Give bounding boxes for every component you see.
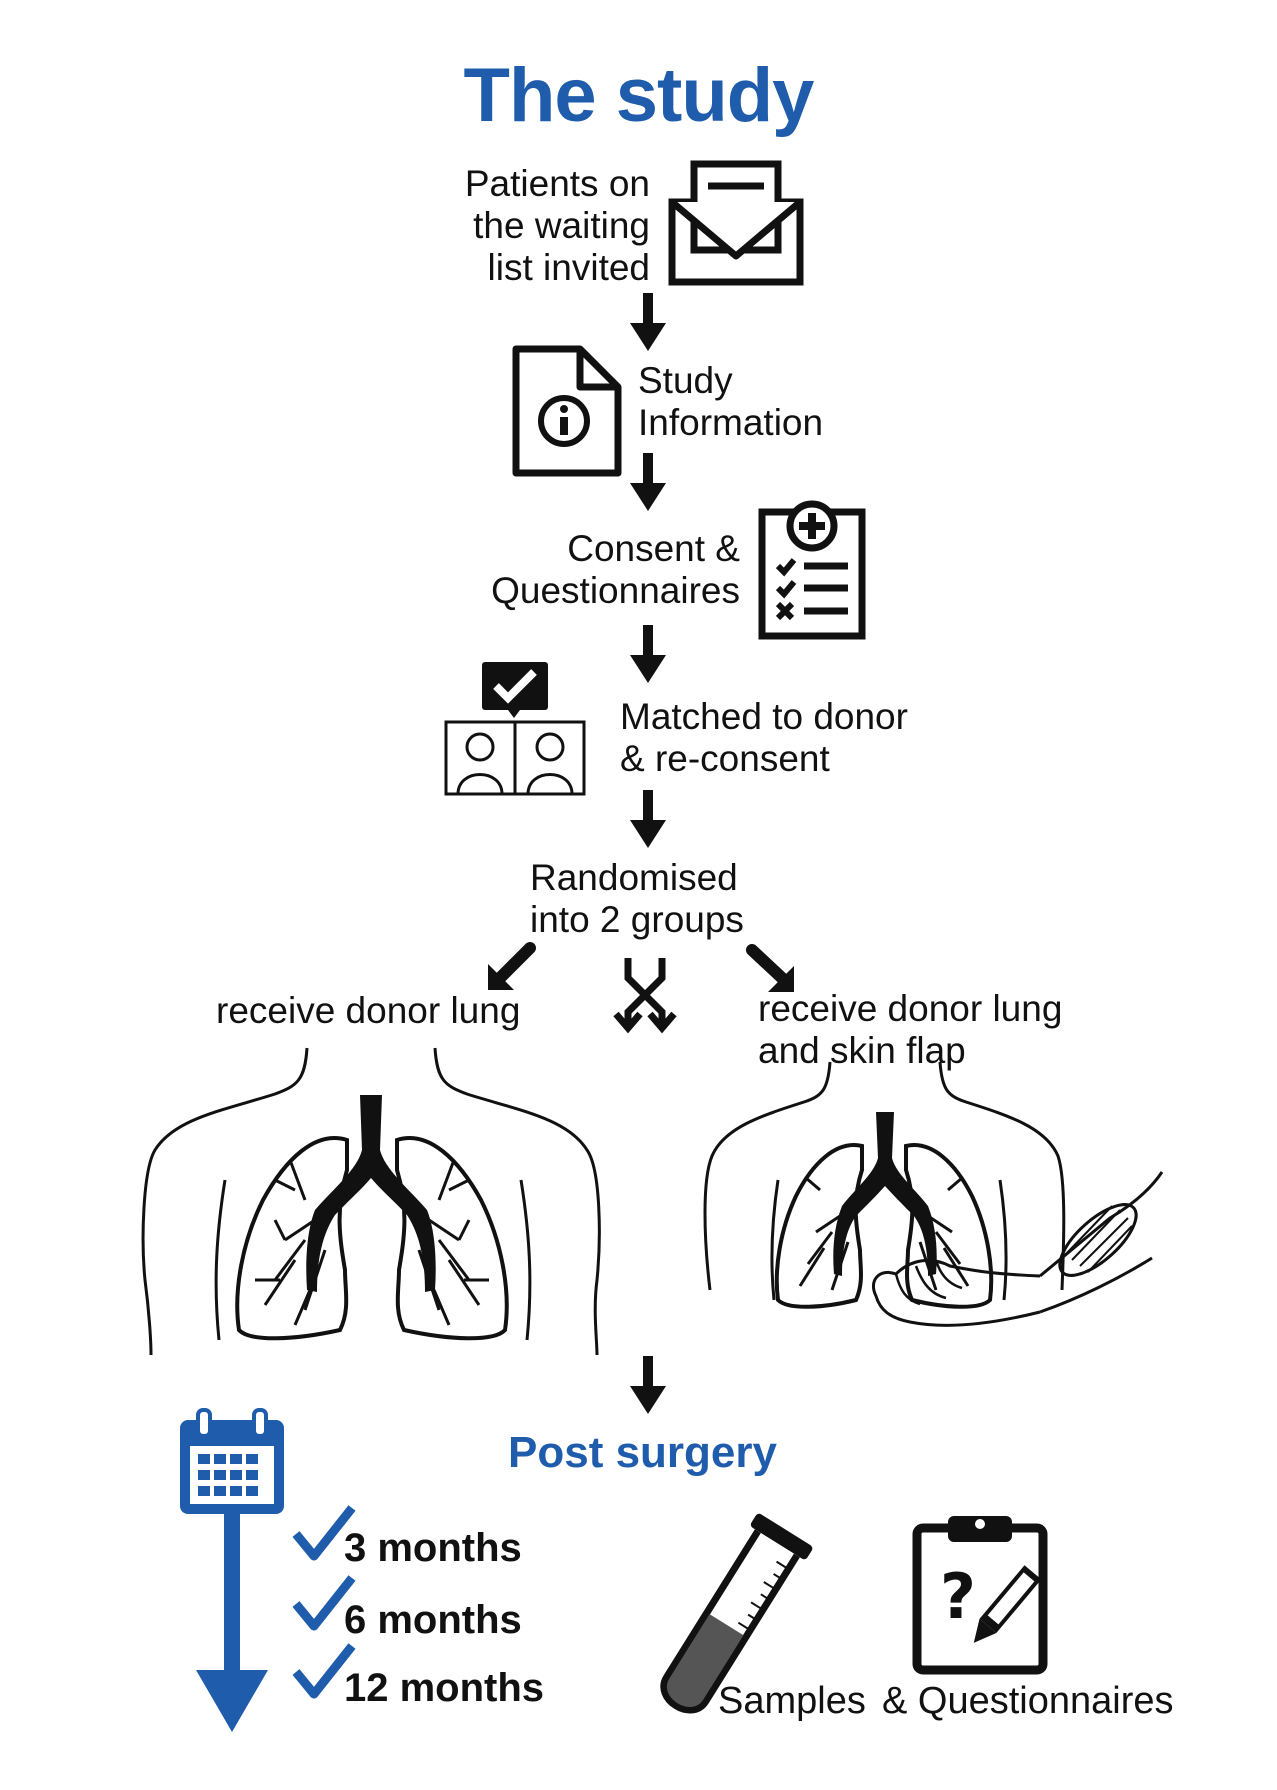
arrow-down-1 bbox=[630, 293, 666, 351]
check-icon-6-months bbox=[292, 1575, 356, 1631]
group-b-label: receive donor lung and skin flap bbox=[758, 988, 1062, 1072]
medical-checklist-icon bbox=[758, 500, 866, 640]
torso-lungs-arm-right-illustration bbox=[703, 1061, 1164, 1327]
clipboard-question-icon: ? bbox=[912, 1516, 1048, 1675]
step-info-line2: Information bbox=[638, 402, 824, 443]
step-invite-line3: list invited bbox=[487, 247, 650, 288]
arrow-diagonal-right bbox=[746, 944, 794, 992]
svg-text:?: ? bbox=[940, 1560, 976, 1633]
group-b-line1: receive donor lung bbox=[758, 988, 1063, 1029]
test-tube-icon bbox=[660, 1513, 813, 1714]
shuffle-icon bbox=[613, 958, 677, 1034]
step-info-text: Study Information bbox=[638, 360, 823, 444]
questionnaires-label: & Questionnaires bbox=[882, 1680, 1174, 1722]
step-invite-text: Patients on the waiting list invited bbox=[380, 163, 650, 289]
step-consent-line1: Consent & bbox=[567, 528, 740, 569]
timepoint-12-months: 12 months bbox=[344, 1666, 545, 1710]
step-invite-line2: the waiting bbox=[473, 205, 650, 246]
timepoint-6-months: 6 months bbox=[344, 1598, 522, 1642]
arrow-down-5 bbox=[630, 1356, 666, 1414]
arrow-down-3 bbox=[630, 625, 666, 683]
step-matched-line1: Matched to donor bbox=[620, 696, 908, 737]
group-b-line2: and skin flap bbox=[758, 1030, 966, 1071]
check-icon-12-months bbox=[292, 1643, 356, 1699]
arrow-down-4 bbox=[630, 790, 666, 848]
step-info-line1: Study bbox=[638, 360, 733, 401]
step-randomised-line2: into 2 groups bbox=[530, 899, 744, 940]
step-matched-text: Matched to donor & re-consent bbox=[620, 696, 908, 780]
arrow-down-2 bbox=[630, 453, 666, 511]
step-matched-line2: & re-consent bbox=[620, 738, 830, 779]
info-document-icon bbox=[512, 345, 622, 477]
check-icon-3-months bbox=[292, 1505, 356, 1561]
step-consent-line2: Questionnaires bbox=[491, 570, 740, 611]
group-a-label: receive donor lung bbox=[216, 990, 521, 1031]
step-consent-text: Consent & Questionnaires bbox=[400, 528, 740, 612]
calendar-icon bbox=[180, 1408, 284, 1514]
timepoint-3-months: 3 months bbox=[344, 1526, 522, 1570]
torso-lungs-left-illustration bbox=[141, 1047, 601, 1356]
post-surgery-title: Post surgery bbox=[508, 1428, 777, 1477]
samples-label: Samples bbox=[718, 1680, 866, 1722]
timeline-arrow bbox=[196, 1514, 268, 1732]
step-randomised-text: Randomised into 2 groups bbox=[530, 857, 744, 941]
matched-people-icon bbox=[444, 662, 586, 796]
step-randomised-line1: Randomised bbox=[530, 857, 738, 898]
envelope-icon bbox=[668, 160, 804, 286]
page-title: The study bbox=[463, 53, 815, 138]
step-invite-line1: Patients on bbox=[464, 163, 650, 204]
arrow-diagonal-left bbox=[488, 942, 536, 990]
